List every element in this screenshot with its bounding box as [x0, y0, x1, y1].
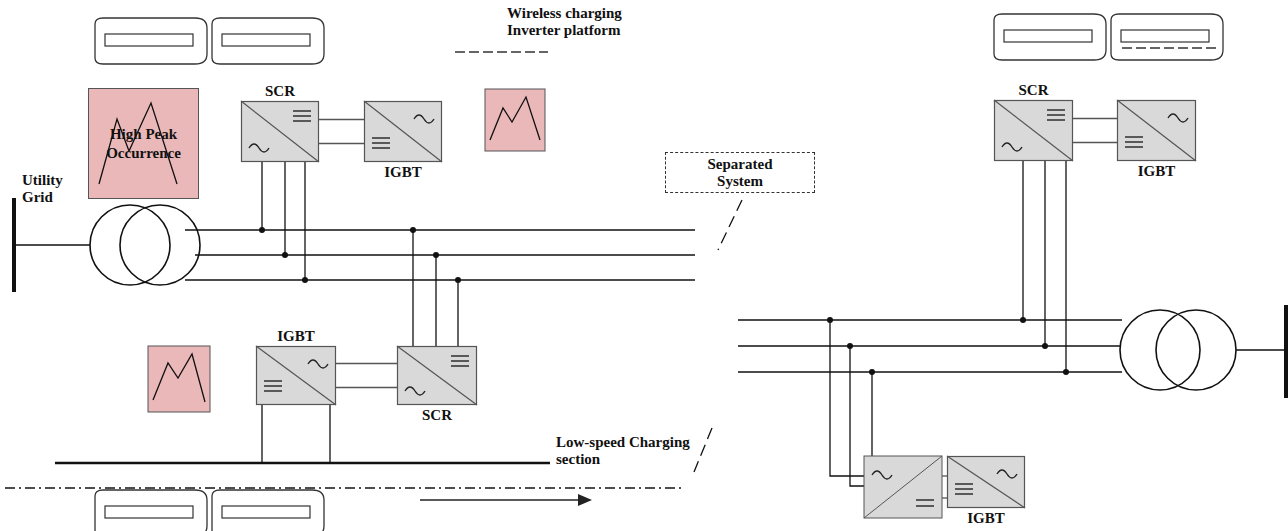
train [95, 18, 548, 64]
converter-label: SCR [994, 82, 1073, 99]
load-waveform [148, 89, 545, 412]
train [994, 14, 1223, 60]
system-text: Separated System [686, 156, 794, 189]
converter-label: IGBT [364, 164, 442, 181]
converter-symbol [364, 101, 442, 162]
system-box: Separated System [665, 152, 815, 193]
peak-text: High Peak Occurrence [98, 125, 190, 163]
converter-label: SCR [241, 83, 319, 100]
dc-link-connector [336, 364, 397, 388]
converter-symbol [397, 346, 477, 405]
diagram-label: Low-speed Charging section [556, 434, 706, 467]
converter-symbol [947, 456, 1025, 508]
converter-symbol [256, 346, 336, 405]
converter-box: SCR [397, 346, 477, 405]
converter-box: IGBT [256, 346, 336, 405]
junction-dots [259, 227, 1069, 375]
converter-box: SCR [241, 101, 319, 162]
diagram-label: Utility Grid [22, 172, 78, 205]
three-phase-lines [185, 161, 1122, 496]
dc-link-connector [319, 120, 364, 144]
diagram-label: Wireless charging Inverter platform [507, 5, 647, 38]
converter-box: SCR [994, 100, 1073, 161]
converter-label: IGBT [1117, 163, 1196, 180]
train [95, 490, 592, 531]
dc-link-connector [1073, 119, 1117, 143]
converter-box: IGBT [947, 456, 1025, 508]
converter-symbol [241, 101, 319, 162]
separation-mark [694, 200, 742, 472]
converter-symbol [994, 100, 1073, 161]
converter-symbol [1117, 100, 1196, 161]
converter-symbol [864, 456, 947, 518]
converter-box: IGBT [1117, 100, 1196, 161]
converter-label: SCR [397, 407, 477, 424]
converter-box: IGBT [364, 101, 442, 162]
converter-label: IGBT [256, 328, 336, 345]
converter-label: IGBT [947, 510, 1025, 527]
peak-box: High Peak Occurrence [88, 88, 199, 199]
